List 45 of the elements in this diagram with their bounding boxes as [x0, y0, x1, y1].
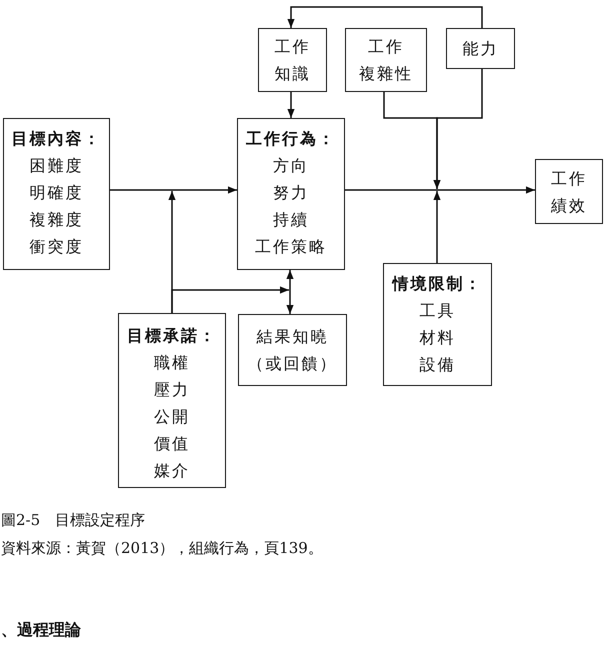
list-item: 材料: [420, 327, 456, 349]
process-box: [345, 28, 427, 92]
process-box: [446, 28, 515, 69]
node-label: 工作績效: [551, 168, 587, 216]
process-box: [237, 118, 345, 270]
list-item: 價值: [154, 433, 190, 455]
arrow: [171, 286, 289, 313]
arrow: [433, 191, 441, 263]
list-item: 衝突度: [30, 236, 84, 258]
list-item: 明確度: [30, 182, 84, 204]
double-arrow: [286, 270, 294, 314]
process-box: [238, 314, 347, 386]
arrow: [287, 92, 295, 118]
heading-text: 目標承諾：: [127, 325, 217, 347]
list-item: 工具: [420, 300, 456, 322]
heading-text: 目標內容：: [12, 128, 102, 150]
figure-caption: 圖2-5 目標設定程序: [1, 510, 146, 530]
list-item: 方向: [273, 155, 309, 177]
process-box: [258, 28, 327, 92]
node-label: 能力: [462, 38, 498, 60]
process-box: [535, 159, 603, 224]
list-item: 持續: [273, 209, 309, 231]
process-box: [383, 263, 492, 386]
source-note: 資料來源：黃賀（2013），組織行為，頁139。: [1, 538, 323, 558]
heading-text: 工作行為：: [246, 128, 336, 150]
process-box: [3, 118, 110, 270]
list-item: 複雜度: [30, 209, 84, 231]
list-item: 公開: [154, 406, 190, 428]
list-item: 媒介: [154, 460, 190, 482]
arrow: [433, 69, 483, 189]
list-item: 努力: [273, 182, 309, 204]
process-box: [118, 313, 226, 488]
section-heading: 、過程理論: [1, 620, 81, 640]
heading-text: 情境限制：: [392, 273, 482, 295]
arrow: [110, 186, 237, 194]
node-label: 工作知識: [274, 36, 310, 85]
arrow: [345, 186, 535, 194]
arrow: [287, 6, 483, 28]
list-item: 職權: [154, 352, 190, 374]
node-label: 工作複雜性: [359, 36, 413, 85]
list-item: 工作策略: [255, 236, 327, 258]
list-item: 困難度: [30, 155, 84, 177]
list-item: 壓力: [154, 379, 190, 401]
list-item: 設備: [420, 354, 456, 376]
node-label: 結果知曉（或回饋）: [248, 326, 338, 375]
